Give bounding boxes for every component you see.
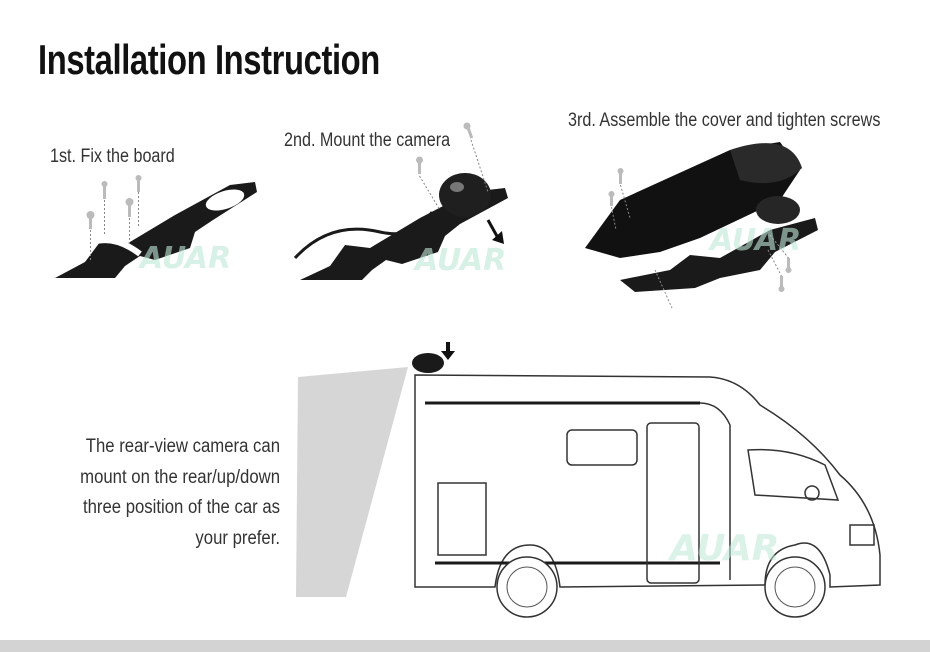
board-hole bbox=[205, 189, 245, 211]
screw-icon bbox=[463, 122, 471, 130]
footer-bar bbox=[0, 640, 930, 652]
step-2-label: 2nd. Mount the camera bbox=[284, 130, 451, 151]
mounting-caption: The rear-view camera can mount on the re… bbox=[40, 432, 280, 554]
caption-line: three position of the car as bbox=[82, 497, 280, 518]
mounting-board bbox=[620, 218, 818, 292]
camera-icon bbox=[412, 353, 444, 373]
van-wheel bbox=[496, 556, 558, 618]
camera-cable bbox=[293, 211, 434, 260]
van-windshield bbox=[747, 448, 840, 501]
arrow-down-right-icon bbox=[486, 219, 504, 244]
step-1-illustration: AUAR bbox=[55, 175, 257, 278]
camera-view-cone bbox=[296, 367, 408, 597]
camera-dome bbox=[439, 173, 491, 217]
screw-icon bbox=[608, 168, 792, 292]
van-window bbox=[566, 429, 638, 466]
watermark: AUAR bbox=[413, 243, 506, 278]
arrow-down-icon bbox=[441, 342, 455, 360]
page-title: Installation Instruction bbox=[38, 36, 380, 83]
caption-line: mount on the rear/up/down bbox=[80, 466, 280, 488]
caption-line: The rear-view camera can bbox=[85, 436, 280, 457]
screw-icon bbox=[86, 175, 142, 229]
van-door bbox=[646, 422, 700, 584]
step-1-label: 1st. Fix the board bbox=[50, 146, 175, 167]
camper-van-illustration: AUAR bbox=[296, 342, 881, 618]
step-3-illustration: AUAR bbox=[585, 142, 818, 309]
watermark: AUAR bbox=[138, 241, 231, 276]
step-2-illustration: AUAR bbox=[293, 122, 508, 280]
van-wheel bbox=[764, 556, 826, 618]
van-body bbox=[414, 374, 881, 588]
step-3-label: 3rd. Assemble the cover and tighten scre… bbox=[568, 110, 881, 131]
watermark: AUAR bbox=[708, 223, 801, 258]
watermark: AUAR bbox=[667, 528, 779, 569]
caption-line: your prefer. bbox=[195, 527, 280, 549]
